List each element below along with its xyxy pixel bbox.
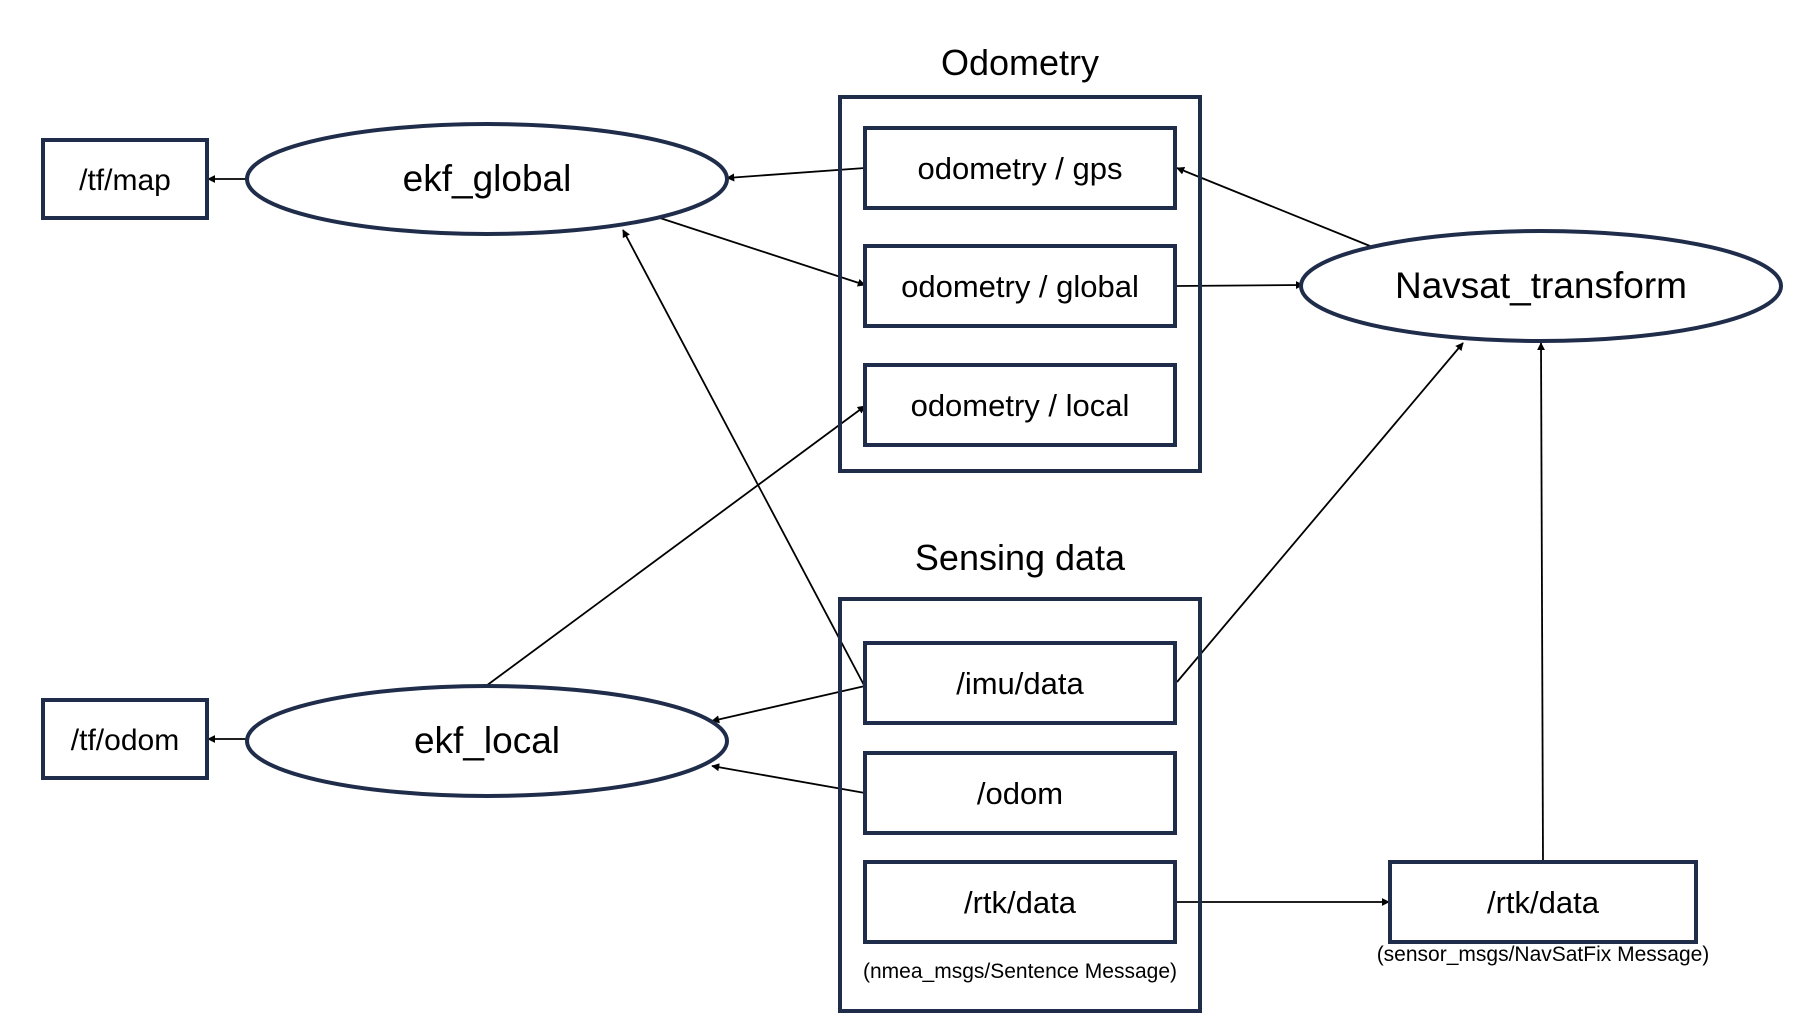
node-navsat-transform: Navsat_transform	[1299, 229, 1783, 343]
topic-rtk-navsatfix-label: /rtk/data	[1487, 885, 1600, 920]
odometry-group: Odometry odometry / gps odometry / globa…	[838, 42, 1202, 473]
edge-odom-global-to-navsat	[1176, 281, 1304, 290]
node-ekf-global: ekf_global	[245, 122, 729, 236]
topic-odometry-local-label: odometry / local	[911, 388, 1130, 423]
odometry-group-title: Odometry	[941, 42, 1099, 83]
topic-rtk-data: /rtk/data	[863, 860, 1177, 944]
node-ekf-local: ekf_local	[245, 684, 729, 798]
topic-odometry-gps-label: odometry / gps	[917, 151, 1122, 186]
edge-rtk-fix-to-navsat	[1537, 342, 1546, 862]
topic-imu-data-label: /imu/data	[956, 666, 1084, 701]
edge-imu-to-navsat	[1176, 342, 1464, 683]
output-tf-odom-label: /tf/odom	[71, 724, 179, 757]
node-ekf-global-label: ekf_global	[403, 158, 572, 199]
topic-odometry-local: odometry / local	[863, 363, 1177, 447]
edge-odom-to-ekf-local	[711, 763, 866, 794]
output-tf-map: /tf/map	[41, 138, 209, 220]
edge-imu-to-ekf-global	[622, 229, 866, 688]
output-tf-odom: /tf/odom	[41, 698, 209, 780]
edge-odom-gps-to-ekf-global	[726, 167, 866, 182]
topic-odometry-global-label: odometry / global	[901, 269, 1139, 304]
edge-ekf-local-to-odom-local	[485, 405, 866, 687]
sensing-group: Sensing data /imu/data /odom /rtk/data (…	[838, 537, 1202, 1013]
edge-imu-to-ekf-local	[711, 685, 866, 724]
topic-odom-label: /odom	[977, 776, 1063, 811]
topic-odometry-gps: odometry / gps	[863, 126, 1177, 210]
sensing-group-frame	[838, 597, 1202, 1013]
output-tf-map-label: /tf/map	[79, 164, 171, 197]
topic-rtk-navsatfix: /rtk/data (sensor_msgs/NavSatFix Message…	[1377, 860, 1710, 966]
topic-rtk-data-label: /rtk/data	[964, 885, 1077, 920]
topic-odometry-global: odometry / global	[863, 244, 1177, 328]
edges	[207, 166, 1546, 906]
edge-ekf-global-to-odom-global	[659, 217, 866, 287]
topic-imu-data: /imu/data	[863, 641, 1177, 725]
odometry-group-frame	[838, 95, 1202, 473]
node-navsat-transform-label: Navsat_transform	[1395, 265, 1687, 306]
node-ekf-local-label: ekf_local	[414, 720, 560, 761]
sensing-group-title: Sensing data	[915, 537, 1126, 578]
sensing-message-note: (nmea_msgs/Sentence Message)	[863, 960, 1177, 983]
topic-odom: /odom	[863, 751, 1177, 835]
rtk-navsatfix-note: (sensor_msgs/NavSatFix Message)	[1377, 943, 1710, 966]
edge-navsat-to-odom-gps	[1176, 166, 1371, 247]
